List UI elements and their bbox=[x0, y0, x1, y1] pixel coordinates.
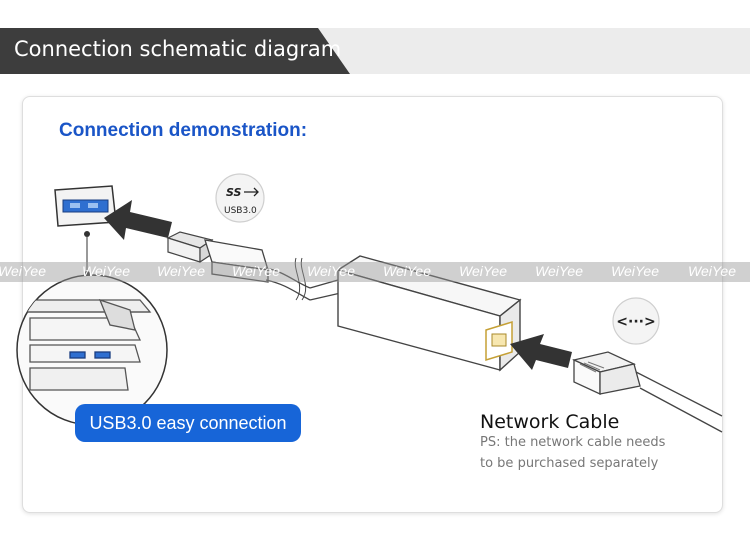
watermark-band: WeiYee WeiYee WeiYee WeiYee WeiYee WeiYe… bbox=[0, 262, 750, 282]
watermark-text: WeiYee bbox=[459, 263, 507, 279]
network-cable-label: Network Cable bbox=[480, 411, 620, 433]
usb-plug bbox=[166, 231, 269, 283]
usb3-logo-icon: SS USB3.0 bbox=[215, 173, 265, 223]
adapter-body bbox=[336, 255, 522, 372]
page-title: Connection schematic diagram bbox=[14, 37, 342, 61]
watermark-text: WeiYee bbox=[611, 263, 659, 279]
watermark-text: WeiYee bbox=[157, 263, 205, 279]
insert-arrow-ethernet bbox=[510, 334, 572, 370]
usb3-logo-text: SS bbox=[226, 186, 242, 199]
usb3-logo-label: USB3.0 bbox=[224, 206, 257, 216]
usb-port-icon bbox=[54, 185, 117, 227]
watermark-text: WeiYee bbox=[232, 263, 280, 279]
watermark-text: WeiYee bbox=[82, 263, 130, 279]
insert-arrow-usb bbox=[104, 200, 172, 240]
watermark-text: WeiYee bbox=[535, 263, 583, 279]
network-arrows-icon: <···> bbox=[612, 297, 660, 345]
laptop-closeup-icon bbox=[16, 274, 168, 426]
network-icon-text: <···> bbox=[616, 314, 655, 330]
watermark-text: WeiYee bbox=[383, 263, 431, 279]
watermark-text: WeiYee bbox=[688, 263, 736, 279]
watermark-text: WeiYee bbox=[307, 263, 355, 279]
header-tab bbox=[0, 28, 350, 74]
usb-connection-badge: USB3.0 easy connection bbox=[75, 404, 301, 442]
network-cable bbox=[635, 371, 723, 433]
note-line-2: to be purchased separately bbox=[480, 456, 659, 471]
network-cable-note: PS: the network cable needs to be purcha… bbox=[480, 432, 665, 474]
callout-line bbox=[84, 231, 90, 277]
watermark-text: WeiYee bbox=[0, 263, 46, 279]
note-line-1: PS: the network cable needs bbox=[480, 435, 666, 450]
ethernet-port-icon bbox=[485, 320, 513, 362]
rj45-plug bbox=[572, 351, 641, 396]
diagram-title: Connection demonstration: bbox=[59, 120, 308, 141]
